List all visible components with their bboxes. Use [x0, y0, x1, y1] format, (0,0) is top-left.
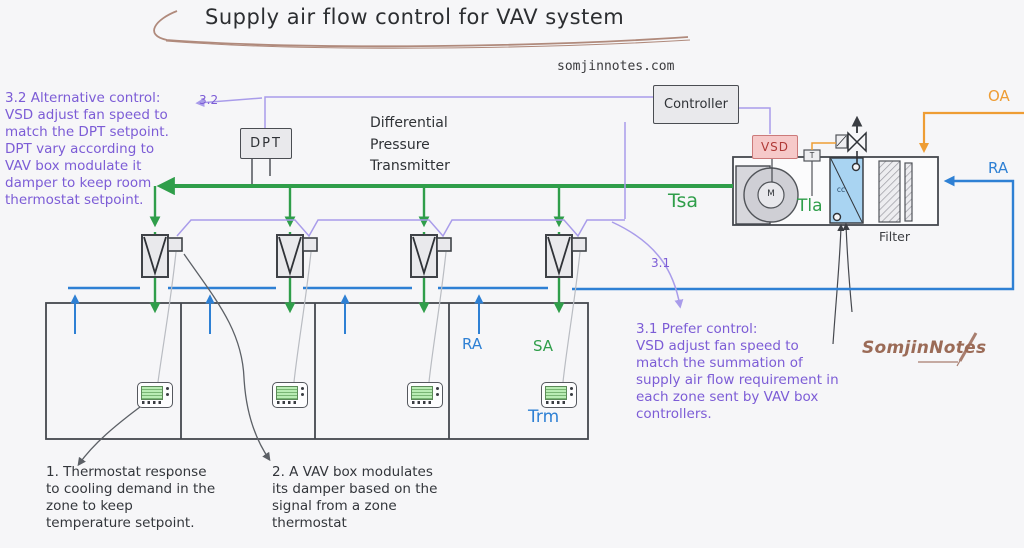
annotation-pointers — [77, 253, 271, 467]
thermostat — [272, 382, 308, 408]
vav-controller — [302, 237, 318, 252]
t-sensor-letter: T — [809, 151, 815, 160]
controller-box: Controller — [653, 85, 739, 124]
vav-controller — [571, 237, 587, 252]
thermostat — [407, 382, 443, 408]
filter-media — [904, 162, 913, 222]
zone-walls — [45, 302, 589, 440]
tsa-label: Tsa — [668, 190, 699, 212]
vav-box — [141, 234, 183, 278]
coil-pipe-port — [832, 212, 842, 222]
sa-zone-label: SA — [533, 337, 554, 355]
chilled-water-valve — [835, 115, 867, 164]
thermostat-screen — [141, 386, 163, 400]
chilled-water-pipes — [832, 222, 853, 345]
note-vav-modulates: 2. A VAV box modulates its damper based … — [272, 464, 438, 531]
website-url: somjinnotes.com — [557, 59, 675, 74]
air-handling-unit — [732, 149, 939, 226]
thermostat-screen — [411, 386, 433, 400]
dpt-taps — [251, 157, 271, 184]
note-alternative-control: 3.2 Alternative control: VSD adjust fan … — [5, 90, 169, 208]
vsd-box: VSD — [752, 135, 798, 159]
control-wiring — [176, 96, 771, 309]
vav-box — [545, 234, 587, 278]
fan-motor — [757, 181, 785, 209]
thermostat — [137, 382, 173, 408]
tla-label: Tla — [797, 196, 823, 216]
brand-logo: SomjinNotes — [862, 338, 987, 358]
label-3-2: 3.2 — [199, 93, 219, 107]
pencil-icon — [918, 332, 978, 367]
page-title: Supply air flow control for VAV system — [205, 5, 625, 29]
title-underline — [153, 10, 691, 49]
vav-controller — [436, 237, 452, 252]
return-air-lines — [68, 175, 1015, 334]
vav-controller — [167, 237, 183, 252]
vav-box — [410, 234, 452, 278]
dpt-box: DPT — [240, 128, 292, 159]
motor-letter: M — [767, 189, 775, 199]
thermostat-screen — [276, 386, 298, 400]
ra-zone-label: RA — [462, 335, 483, 353]
dpt-full-name: Differential Pressure Transmitter — [370, 115, 450, 174]
filter-label: Filter — [879, 229, 910, 244]
note-thermostat-response: 1. Thermostat response to cooling demand… — [46, 464, 216, 531]
thermostat — [541, 382, 577, 408]
coil-pipe-port — [851, 162, 861, 172]
thermostat-screen — [545, 386, 567, 400]
thermostat-signal-lines — [157, 251, 581, 383]
filter-media — [878, 160, 901, 223]
vav-boxes — [141, 234, 587, 278]
oa-label: OA — [988, 87, 1010, 105]
outside-air-line — [811, 111, 1024, 154]
vav-box — [276, 234, 318, 278]
label-3-1: 3.1 — [651, 256, 671, 270]
ra-top-label: RA — [988, 159, 1009, 177]
coil-letter: cc — [836, 185, 846, 194]
note-prefer-control: 3.1 Prefer control: VSD adjust fan speed… — [636, 321, 839, 422]
trm-label: Trm — [528, 407, 560, 427]
